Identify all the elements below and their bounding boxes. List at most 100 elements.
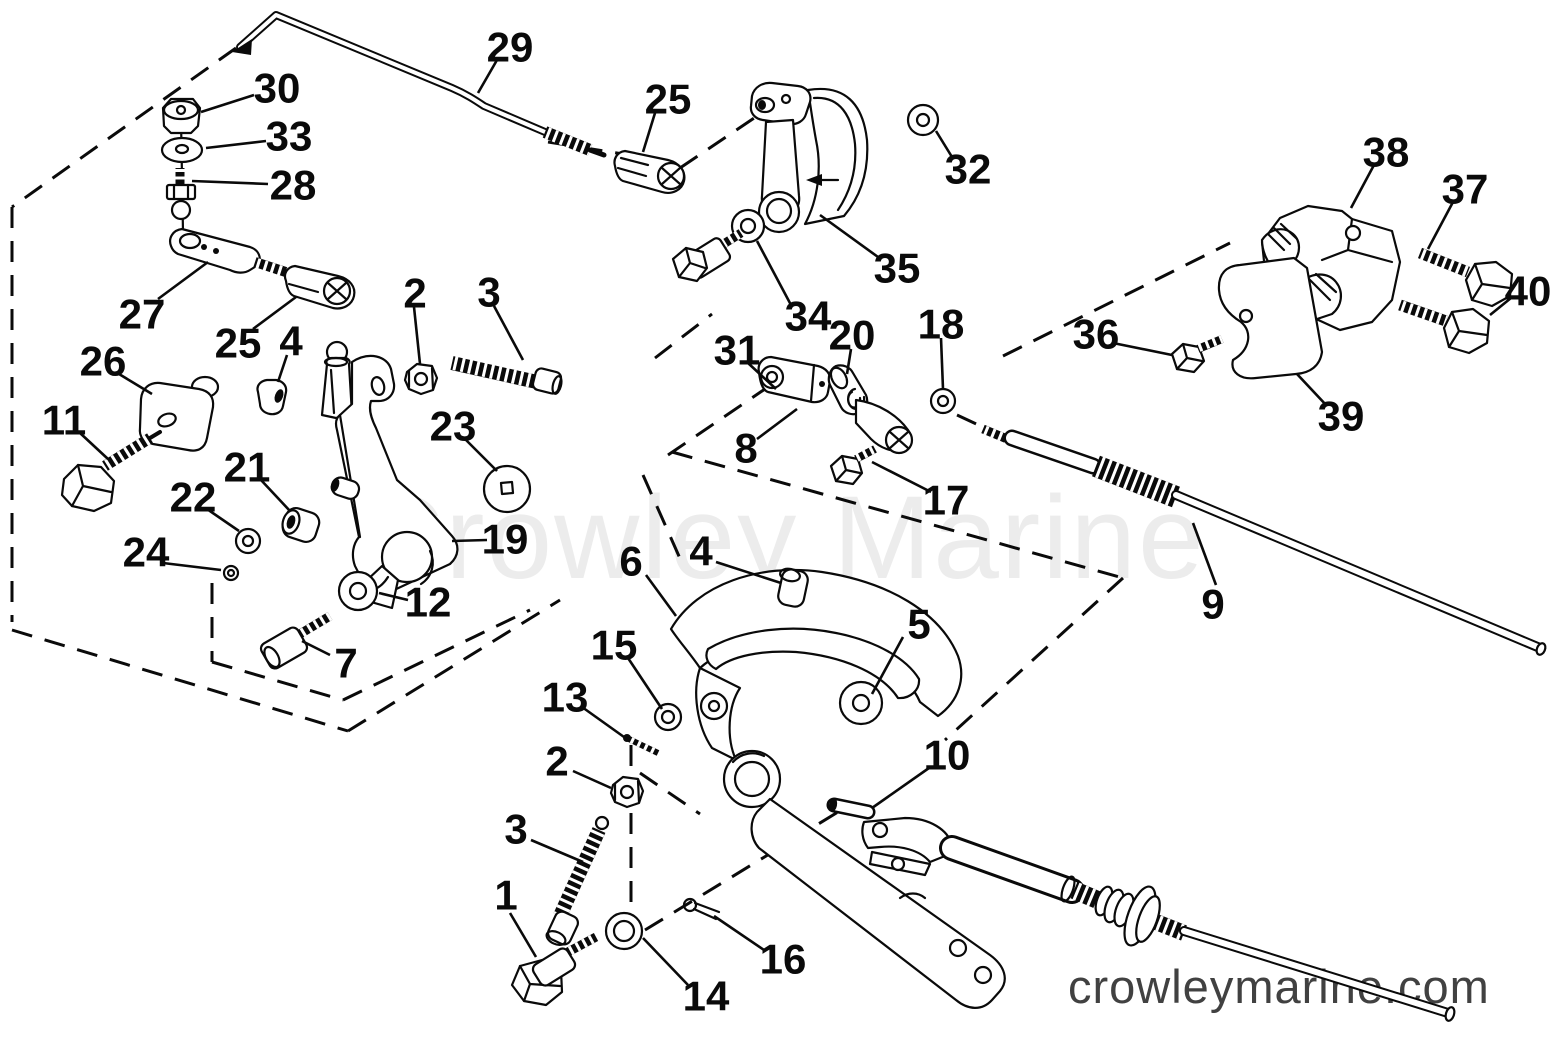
callout-number-19-15: 19 [482,516,529,563]
callout-leader-34-21 [755,240,793,306]
part-10-pin [826,797,876,820]
callout-number-13-37: 13 [542,674,589,721]
callout-leader-21-12 [260,479,291,512]
callout-leader-35-19 [819,213,879,259]
callout-leader-18-24 [939,337,945,390]
callout-leader-12-16 [378,591,409,602]
pin-21-stud [330,476,361,500]
callout-leader-38-28 [1349,164,1376,209]
callout-leader-19-15 [451,538,488,543]
part-29-rod [232,11,607,158]
callout-number-3-9: 3 [477,269,500,316]
part-3-spring-lower [545,815,610,946]
callout-leader-14-41 [642,937,689,986]
callout-number-27-4: 27 [119,291,166,338]
callout-leader-26-6 [118,372,153,396]
callout-leader-24-14 [162,561,222,572]
callout-number-24-14: 24 [123,529,170,576]
callout-leader-25-5 [252,295,297,331]
part-12-washer [337,570,379,612]
callout-number-14-41: 14 [683,973,730,1020]
callout-number-33-2: 33 [266,113,313,160]
part-30-nut [161,97,202,135]
part-36-bolt [1170,335,1224,374]
part-6-cam [669,568,1006,1009]
callout-leader-23-11 [465,439,498,472]
lower-cable-assembly [861,816,1456,1022]
callout-number-1-40: 1 [494,872,517,919]
callout-number-37-29: 37 [1442,166,1489,213]
callout-leader-7-17 [301,639,331,657]
rod-end-arrow-icon [232,39,252,55]
part-15-washer [653,702,683,732]
part-26-knob [138,375,220,452]
callout-number-36-27: 36 [1073,311,1120,358]
callout-leader-36-27 [1112,341,1173,357]
part-39-plate [1217,256,1324,380]
callout-leader-25-18 [641,112,657,153]
part-13-screw [623,734,660,756]
part-18-washer [929,387,957,415]
callout-leader-27-4 [157,260,209,301]
callout-number-6-33: 6 [619,538,642,585]
callout-leader-5-35 [870,636,905,695]
callout-number-9-32: 9 [1201,581,1224,628]
part-4-pin-lower [777,567,809,608]
callout-leader-2-8 [412,306,422,365]
callout-number-29-0: 29 [487,24,534,71]
callout-leader-10-43 [871,766,930,810]
callout-number-28-3: 28 [270,162,317,209]
callout-number-40-30: 40 [1505,268,1552,315]
part-25-link-left [283,264,356,310]
part-11-bolt [60,430,162,513]
callout-leader-11-10 [79,432,109,460]
part-25-link-top [613,149,686,194]
part-2-nut-upper [403,362,439,396]
part-32-washer [906,103,940,137]
part-21-bushing [281,506,321,544]
callout-number-8-25: 8 [734,425,757,472]
callout-leader-29-0 [476,59,499,94]
part-35-bracket [749,81,869,234]
callout-number-30-1: 30 [254,65,301,112]
callout-number-18-24: 18 [918,301,965,348]
callout-number-20-23: 20 [829,312,876,359]
callout-number-31-22: 31 [714,327,761,374]
callout-number-26-6: 26 [80,338,127,385]
callout-number-5-35: 5 [907,601,930,648]
callout-number-11-10: 11 [42,397,86,444]
callout-number-12-16: 12 [405,579,452,626]
part-16-cotter-pin [682,897,721,921]
callout-leader-3-9 [492,305,525,361]
part-27-link [169,227,300,281]
part-23-washer [482,464,532,514]
part-24-nut [222,564,240,582]
callout-leader-1-40 [508,912,538,958]
callout-leader-40-30 [1489,296,1512,317]
callout-leader-32-20 [934,130,954,158]
callout-leader-4-7 [276,354,289,383]
callout-number-21-12: 21 [224,444,271,491]
callout-leader-8-25 [756,407,798,441]
part-31-clevis [757,355,832,404]
callout-leader-4-34 [715,560,782,585]
part-4-pin-upper [256,378,288,416]
part-9-cable [981,424,1547,656]
part-3-spring-upper [450,356,563,395]
callout-number-23-11: 23 [430,403,477,450]
callout-number-7-17: 7 [334,640,357,687]
part-14-washer [604,911,644,951]
callout-number-4-7: 4 [279,318,303,365]
callout-number-2-8: 2 [403,270,426,317]
callout-number-34-21: 34 [785,293,832,340]
callout-number-39-31: 39 [1318,393,1365,440]
callout-number-25-5: 25 [215,320,262,367]
callout-number-2-38: 2 [545,738,568,785]
part-7-screw [259,612,333,670]
callout-number-4-34: 4 [689,528,713,575]
callout-leader-30-1 [200,93,255,114]
callout-number-3-39: 3 [504,806,527,853]
